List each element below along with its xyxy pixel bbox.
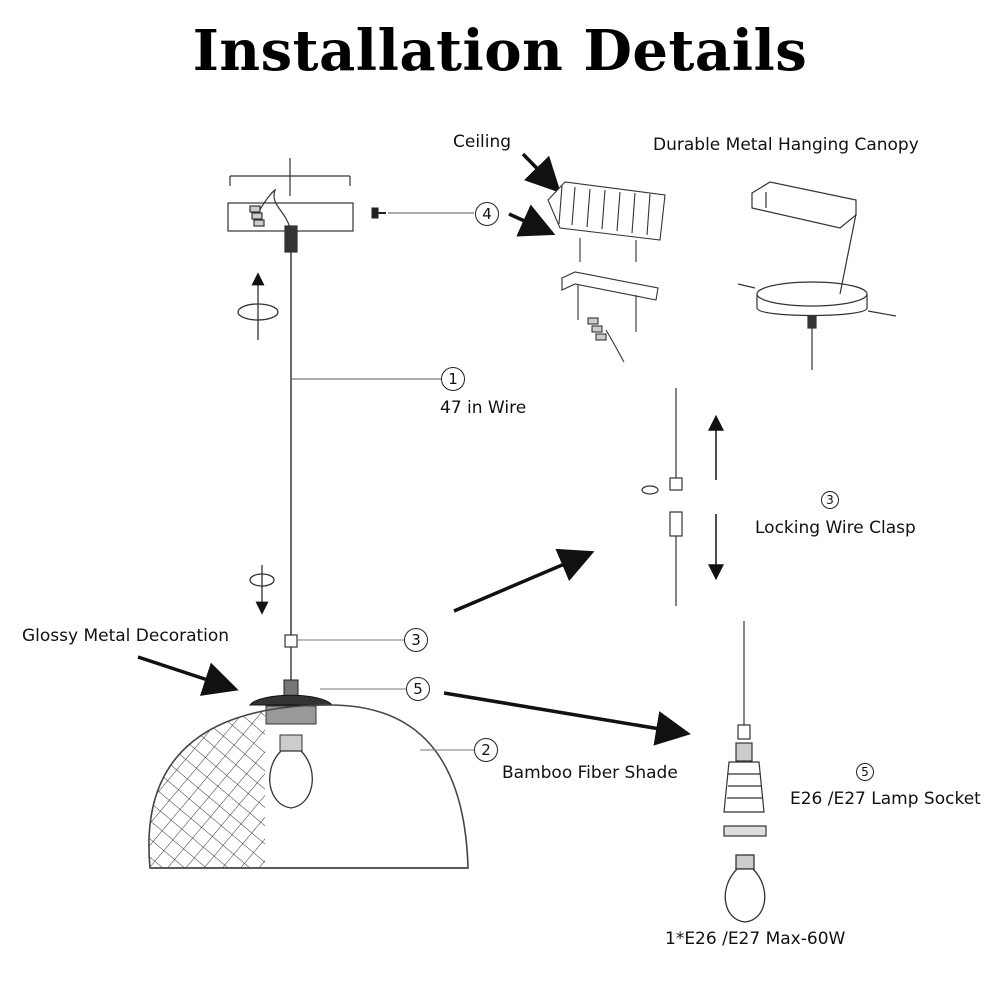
bulb-label: 1*E26 /E27 Max-60W [665,929,846,949]
rotate-arrow-icon [249,565,275,615]
rotate-arrow-icon [237,272,279,340]
pointer-arrow-icon [443,691,691,746]
shade-label: Bamboo Fiber Shade [502,763,678,783]
pointer-arrow-icon [453,548,595,613]
ceiling-label: Ceiling [453,132,512,152]
callout-number-1: 1 [441,367,465,391]
socket-label: E26 /E27 Lamp Socket [790,789,981,809]
clasp-detail [641,388,683,606]
callout-number-3: 3 [404,628,428,652]
socket-detail [723,621,767,837]
glossy-metal-decoration [248,679,334,725]
canopy-label: Durable Metal Hanging Canopy [653,135,919,155]
bulb-icon [724,854,766,923]
clasp-label: Locking Wire Clasp [755,518,916,538]
wire-label: 47 in Wire [440,398,527,418]
canopy-detail [737,181,897,370]
pointer-arrow-icon [137,655,239,696]
glossy-decoration-label: Glossy Metal Decoration [22,626,230,646]
callout-number-2: 2 [474,738,498,762]
callout-number-5: 5 [406,677,430,701]
ceiling-plate-assembly [227,158,354,253]
ceiling-detail [547,181,666,363]
bamboo-fiber-shade [148,704,469,869]
wire-clasp [284,634,298,648]
pointer-arrow-icon [521,152,561,194]
callout-number-5-detail: 5 [856,763,874,781]
screw-icon [371,207,386,219]
callout-number-4: 4 [475,202,499,226]
page-title: Installation Details [192,18,808,84]
pointer-arrow-icon [508,204,556,237]
callout-number-3-detail: 3 [821,491,839,509]
